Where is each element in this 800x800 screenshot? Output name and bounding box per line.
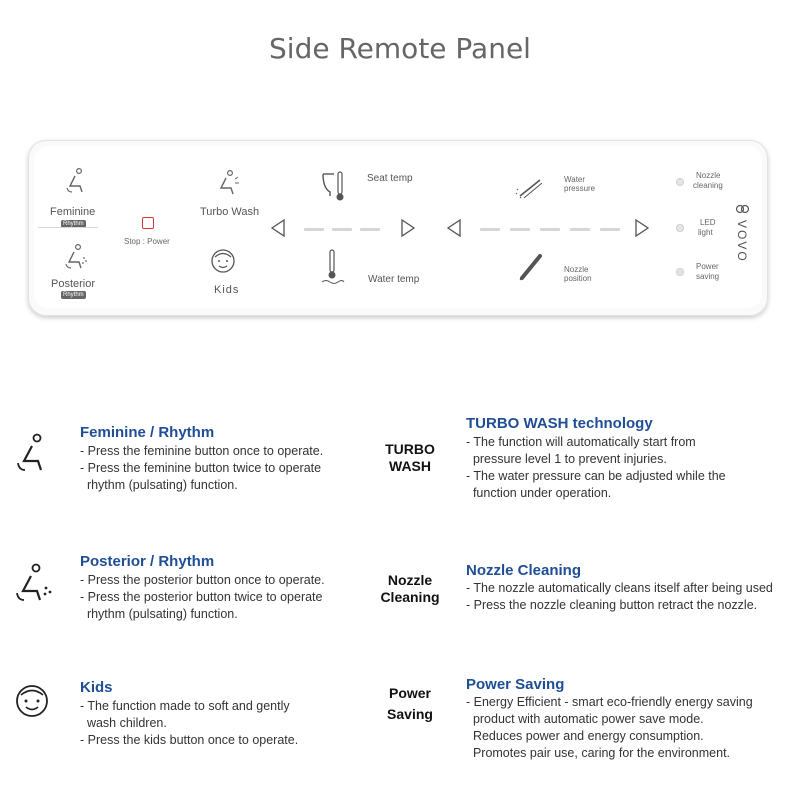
- posterior-desc-line: rhythm (pulsating) function.: [80, 607, 238, 621]
- power-saving-label-line2: saving: [696, 272, 720, 281]
- remote-panel-face: [34, 146, 762, 308]
- temp-level-segment: [332, 228, 352, 231]
- nozzle-position-icon: [519, 254, 542, 281]
- feminine-title: Feminine / Rhythm: [80, 424, 215, 441]
- power-saving-desc-line: Reduces power and energy consumption.: [466, 729, 704, 743]
- nozzle-cleaning-label-line2: cleaning: [693, 181, 723, 190]
- brand-logo-icon: [735, 204, 750, 214]
- power-saving-title: Power Saving: [466, 676, 565, 693]
- water-pressure-icon: [515, 179, 543, 199]
- power-saving-button[interactable]: [676, 268, 684, 276]
- pressure-level-segment: [480, 228, 500, 231]
- pressure-decrease-arrow-icon[interactable]: [446, 218, 462, 238]
- posterior-icon: [65, 243, 87, 269]
- turbo-wash-button[interactable]: Turbo Wash: [196, 168, 262, 218]
- nozzle-cleaning-button[interactable]: [676, 178, 684, 186]
- turbo-wash-desc-line: function under operation.: [466, 486, 612, 500]
- temp-level-segment: [360, 228, 380, 231]
- nozzle-cleaning-mid-line1: Nozzle: [387, 572, 433, 588]
- feminine-icon: [66, 167, 83, 193]
- temp-level-segment: [304, 228, 324, 231]
- led-light-button[interactable]: [676, 224, 684, 232]
- turbo-wash-icon: [219, 169, 239, 195]
- water-temp-label: Water temp: [368, 274, 420, 285]
- temp-increase-arrow-icon[interactable]: [400, 218, 416, 238]
- posterior-title: Posterior / Rhythm: [80, 553, 215, 570]
- water-pressure-label-line1: Water: [564, 175, 586, 184]
- stop-power-label: Stop : Power: [124, 237, 170, 246]
- nozzle-cleaning-title: Nozzle Cleaning: [466, 562, 582, 579]
- nozzle-cleaning-label-line1: Nozzle: [696, 171, 721, 180]
- nozzle-cleaning-mid-line2: Cleaning: [380, 589, 440, 605]
- power-saving-mid-label: Power Saving: [370, 685, 450, 723]
- turbo-wash-mid-label: TURBO WASH: [370, 441, 450, 475]
- pressure-level-segment: [540, 228, 560, 231]
- power-saving-label-line1: Power: [696, 262, 719, 271]
- kids-desc-line: - Press the kids button once to operate.: [80, 733, 299, 747]
- panel-divider: [38, 227, 98, 228]
- kids-face-icon: [16, 685, 48, 717]
- nozzle-cleaning-desc-line: - Press the nozzle cleaning button retra…: [466, 598, 758, 612]
- turbo-wash-mid-line2: WASH: [389, 458, 431, 474]
- stop-power-button[interactable]: [142, 217, 154, 229]
- feminine-desc-line: rhythm (pulsating) function.: [80, 478, 238, 492]
- nozzle-cleaning-mid-label: Nozzle Cleaning: [368, 572, 452, 606]
- power-saving-mid-line1: Power: [388, 685, 431, 701]
- feminine-desc-line: - Press the feminine button once to oper…: [80, 444, 324, 458]
- power-saving-desc-line: product with automatic power save mode.: [466, 712, 704, 726]
- kids-title: Kids: [80, 679, 113, 696]
- turbo-wash-title: TURBO WASH technology: [466, 415, 653, 432]
- kids-face-icon: [211, 249, 235, 273]
- water-temp-icon: [321, 249, 345, 284]
- kids-desc-line: wash children.: [80, 716, 167, 730]
- remote-panel: Feminine Rhythm Posterior Rhythm Stop : …: [28, 140, 768, 316]
- turbo-wash-label: Turbo Wash: [200, 206, 260, 218]
- water-pressure-label-line2: pressure: [564, 184, 596, 193]
- page-title: Side Remote Panel: [269, 32, 531, 65]
- turbo-wash-desc-line: - The function will automatically start …: [466, 435, 696, 449]
- power-saving-desc-line: Promotes pair use, caring for the enviro…: [466, 746, 731, 760]
- posterior-label: Posterior: [51, 278, 96, 290]
- kids-desc-line: - The function made to soft and gently: [80, 699, 290, 713]
- kids-button[interactable]: Kids: [204, 248, 256, 298]
- posterior-button[interactable]: Posterior Rhythm: [38, 232, 108, 299]
- seat-temp-icon: [322, 171, 344, 201]
- pressure-level-segment: [510, 228, 530, 231]
- posterior-desc-line: - Press the posterior button once to ope…: [80, 573, 325, 587]
- pressure-level-segment: [570, 228, 590, 231]
- nozzle-position-label-line2: position: [564, 274, 592, 283]
- feminine-rhythm-tag: Rhythm: [61, 220, 86, 228]
- turbo-wash-desc-line: pressure level 1 to prevent injuries.: [466, 452, 667, 466]
- led-light-label-line1: LED: [700, 218, 716, 227]
- feminine-label: Feminine: [50, 206, 96, 218]
- seat-temp-label: Seat temp: [367, 173, 413, 184]
- nozzle-position-label-line1: Nozzle: [564, 265, 589, 274]
- pressure-increase-arrow-icon[interactable]: [634, 218, 650, 238]
- posterior-desc-line: - Press the posterior button twice to op…: [80, 590, 323, 604]
- feminine-button[interactable]: Feminine Rhythm: [38, 162, 108, 228]
- posterior-rhythm-tag: Rhythm: [61, 291, 86, 299]
- turbo-wash-desc-line: - The water pressure can be adjusted whi…: [466, 469, 726, 483]
- feminine-desc-line: - Press the feminine button twice to ope…: [80, 461, 322, 475]
- kids-label: Kids: [214, 284, 240, 296]
- turbo-wash-mid-line1: TURBO: [385, 441, 435, 457]
- power-saving-mid-line2: Saving: [387, 706, 433, 722]
- temp-decrease-arrow-icon[interactable]: [270, 218, 286, 238]
- posterior-icon: [16, 563, 52, 601]
- feminine-icon: [17, 433, 43, 471]
- nozzle-cleaning-desc-line: - The nozzle automatically cleans itself…: [466, 581, 773, 595]
- led-light-label-line2: light: [698, 228, 713, 237]
- pressure-level-segment: [600, 228, 620, 231]
- power-saving-desc-line: - Energy Efficient - smart eco-friendly …: [466, 695, 753, 709]
- brand-name: VOVO: [735, 220, 749, 263]
